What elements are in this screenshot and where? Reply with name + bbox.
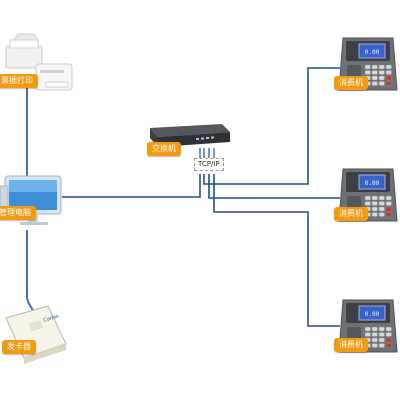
reader-brand-text: Carlas — [43, 313, 60, 324]
card-reader-icon: Carlas — [5, 297, 67, 364]
protocol-label: TCP/IP — [194, 158, 224, 171]
printer-icon — [5, 33, 73, 91]
terminal-1-screen-text: 0.00 — [365, 49, 380, 56]
terminal-label-3: 消费机 — [334, 338, 368, 352]
link-computer-switch — [62, 174, 201, 198]
printer-label: 票据打印 — [0, 74, 38, 88]
terminal-2-screen-text: 0.00 — [365, 180, 380, 187]
terminal-label-2: 消费机 — [334, 207, 368, 221]
link-switch-terminal-2 — [208, 174, 340, 199]
terminal-3-screen-text: 0.00 — [365, 311, 380, 318]
reader-label: 发卡器 — [2, 340, 36, 354]
switch-label: 交换机 — [147, 142, 181, 156]
link-switch-terminal-3 — [213, 174, 340, 327]
terminal-label-1: 消费机 — [334, 76, 368, 90]
computer-label: 管理电脑 — [0, 206, 36, 220]
link-switch-terminal-1 — [203, 67, 340, 185]
